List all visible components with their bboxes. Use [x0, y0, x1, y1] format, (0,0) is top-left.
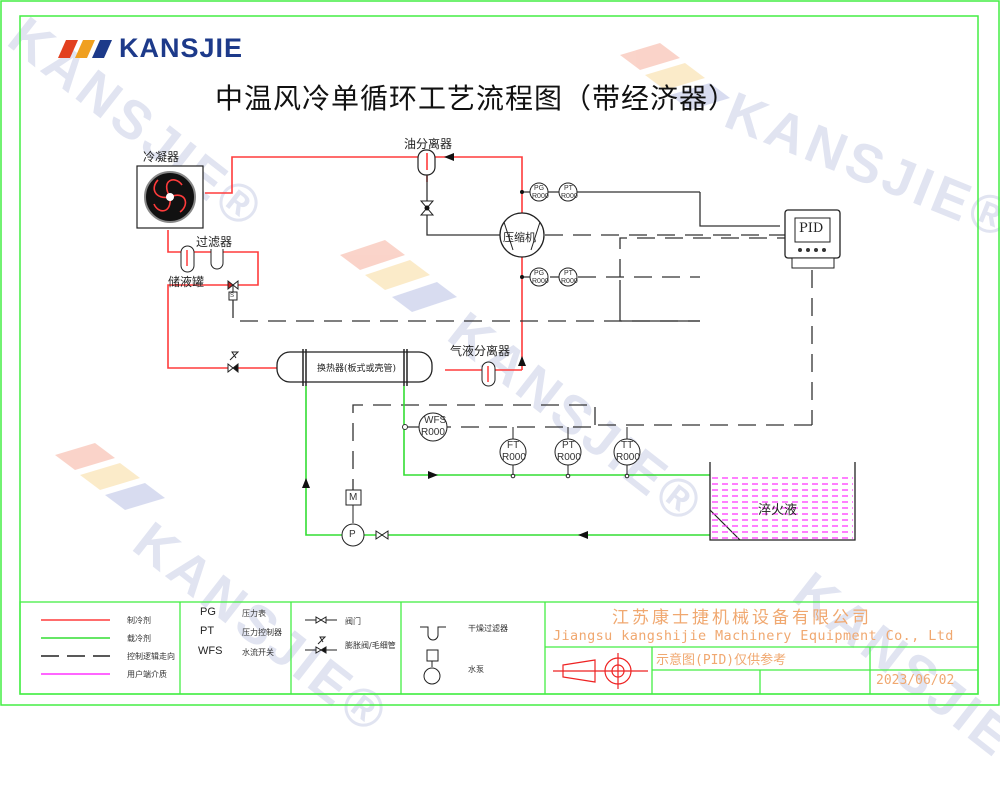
company-name-en: Jiangsu kangshijie Machinery Equipment C… — [553, 628, 954, 644]
instrument-tag: PT — [562, 440, 575, 451]
instrument-tag: PT — [564, 270, 573, 277]
logo-mark — [58, 40, 112, 58]
solenoid-label: S — [230, 293, 235, 299]
expansion-valve-icon — [227, 351, 240, 374]
legend-label: 制冷剂 — [127, 616, 151, 625]
legend-device-label: 水泵 — [468, 665, 484, 674]
projection-symbol — [553, 653, 648, 689]
pump-label: P — [349, 529, 356, 540]
filter-label: 过滤器 — [196, 235, 233, 249]
legend-label: 用户端介质 — [127, 670, 167, 679]
legend-code-desc: 压力表 — [242, 609, 266, 618]
outer-frame — [0, 0, 1000, 706]
legend-code-desc: 压力控制器 — [242, 628, 282, 637]
instrument-tag: FT — [507, 440, 520, 451]
pg-upper-icon — [529, 182, 549, 202]
page-title: 中温风冷单循环工艺流程图（带经济器） — [215, 82, 738, 115]
heat-exchanger-label: 换热器(板式或壳管) — [317, 364, 397, 374]
pt-upper-icon — [558, 182, 578, 202]
instrument-tag: PG — [534, 185, 545, 192]
legend-label: 载冷剂 — [127, 634, 151, 643]
drawing-date: 2023/06/02 — [876, 673, 955, 688]
compressor-label: 压缩机 — [503, 231, 536, 244]
pid-diagram — [0, 0, 1000, 706]
valve-icon — [419, 200, 435, 216]
legend-code: WFS — [198, 645, 223, 657]
watermark-stripes — [55, 43, 730, 510]
instrument-value: R000 — [561, 193, 578, 200]
wfs-icon — [418, 412, 448, 442]
filter-icon — [210, 249, 224, 270]
instrument-tag: PG — [534, 270, 545, 277]
motor-label: M — [349, 492, 358, 503]
pg-lower-icon — [529, 267, 549, 287]
legend-valve-label: 阀门 — [345, 617, 361, 626]
pt-lower-icon — [558, 267, 578, 287]
instrument-value: R000 — [532, 193, 549, 200]
instrument-value: R000 — [421, 427, 445, 438]
solenoid-valve-icon — [227, 279, 239, 301]
condenser-label: 冷凝器 — [143, 150, 180, 164]
quench-tank-icon — [709, 462, 856, 541]
legend-label: 控制逻辑走向 — [127, 652, 175, 661]
compressor-icon — [499, 212, 545, 258]
instrument-value: R000 — [532, 278, 549, 285]
instrument-tag: PT — [564, 185, 573, 192]
legend-table — [19, 601, 979, 695]
heat-exchanger-icon — [276, 351, 433, 383]
company-name-cn: 江苏康士捷机械设备有限公司 — [612, 608, 872, 628]
quench-tank-label: 淬火液 — [758, 503, 798, 518]
instrument-value: R000 — [557, 452, 581, 463]
controller-label: PID — [799, 221, 824, 236]
logo: KANSJIE — [119, 33, 244, 63]
instrument-value: R000 — [616, 452, 640, 463]
legend-valve-label: 膨胀阀/毛细管 — [345, 641, 396, 650]
coolant-lines — [305, 386, 710, 536]
legend-code: PT — [200, 625, 215, 637]
valve-icon — [375, 530, 389, 540]
instrument-value: R000 — [561, 278, 578, 285]
instrument-tag: WFS — [424, 415, 447, 426]
instrument-tag: TT — [621, 440, 634, 451]
legend-device-label: 干燥过滤器 — [468, 624, 508, 633]
gas-liquid-separator-label: 气液分离器 — [450, 344, 511, 358]
instrument-value: R000 — [502, 452, 526, 463]
reference-note: 示意图(PID)仅供参考 — [656, 653, 787, 668]
receiver-label: 储液罐 — [168, 275, 205, 289]
control-lines — [352, 191, 813, 490]
oil-separator-label: 油分离器 — [404, 137, 453, 151]
condenser-icon — [136, 165, 204, 229]
pump-icon — [341, 523, 365, 547]
legend-code-desc: 水流开关 — [242, 648, 274, 657]
pid-controller-icon — [784, 209, 841, 269]
legend-code: PG — [200, 606, 216, 618]
refrigerant-lines — [167, 156, 523, 371]
